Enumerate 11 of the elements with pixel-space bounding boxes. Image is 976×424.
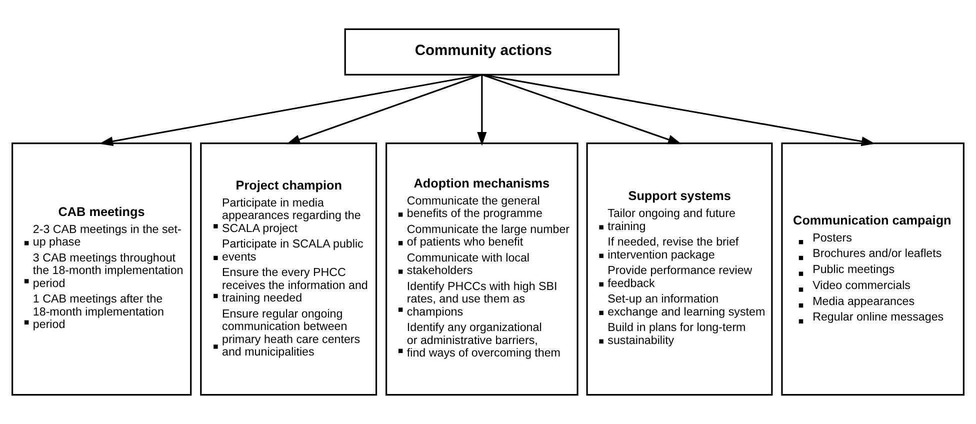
arrow	[99, 74, 482, 146]
node-box: Communication campaign Posters Brochures and/or leaflets Public meetings Video commercials Media appearances Regular online messages	[781, 142, 964, 396]
arrow	[286, 74, 482, 144]
arrow	[482, 74, 682, 144]
arrow	[477, 74, 487, 146]
node-box: Project champion Participate in media appearances regarding the SCALA project Participate in SCALA public events Ensure the every PHCC receives the information and training needed Ensure regular ongoing communication between primary heath care centers and municipalities	[200, 142, 378, 396]
node-box: CAB meetings 2-3 CAB meetings in the set-up phase 3 CAB meetings throughout the 18-month implementation period 1 CAB meetings after the 18-month implementation period	[12, 142, 192, 396]
node-box: Community actions	[344, 28, 620, 76]
node-box: Adoption mechanisms Communicate the general benefits of the programme Communicate the large number of patients who benefit Communicate with local stakeholders Identify PHCCs with high SBI rates, and use them as champions Identify any organizational or administrative barriers, find ways of overcoming them	[386, 142, 578, 396]
arrow	[482, 74, 876, 146]
node-box: Support systems Tailor ongoing and future training If needed, revise the brief intervention package Provide performance review feedback Set-up an information exchange and learning system Build in plans for long-term sustainability	[586, 142, 773, 396]
